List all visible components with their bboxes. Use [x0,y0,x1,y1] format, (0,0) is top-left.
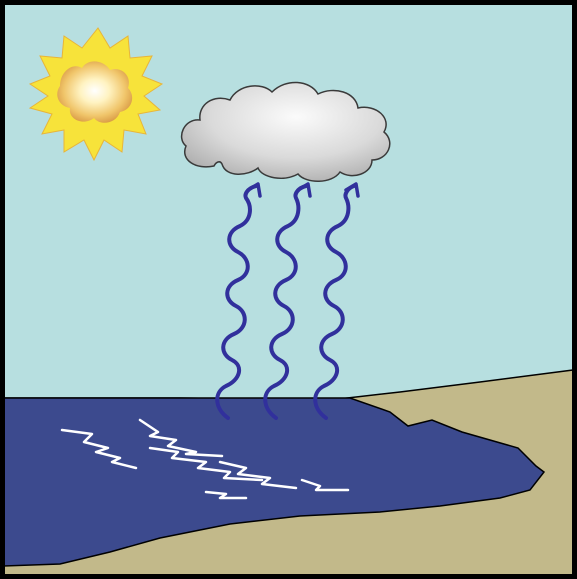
evaporation-diagram [0,0,577,579]
